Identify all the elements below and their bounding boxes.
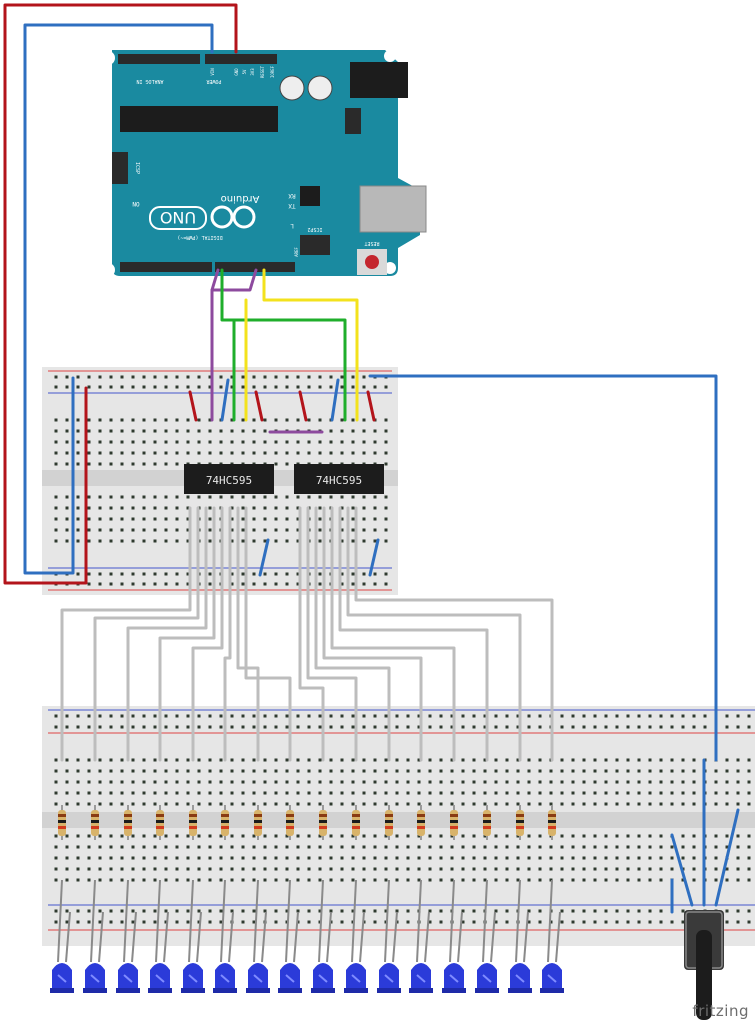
led <box>83 879 107 993</box>
potentiometer <box>684 910 724 1020</box>
led <box>278 879 302 993</box>
resistor <box>124 805 132 840</box>
led-row <box>50 879 564 993</box>
resistor <box>483 805 491 840</box>
digital-label: DIGITAL (PWM=~) <box>177 234 222 240</box>
resistor <box>450 805 458 840</box>
led <box>344 879 368 993</box>
rx-label: RX <box>288 192 296 199</box>
signal-wire <box>126 506 208 762</box>
signal-wire <box>330 506 456 762</box>
resistor-row <box>58 805 556 840</box>
led <box>409 879 433 993</box>
gnd-label: GND <box>234 68 239 76</box>
resistor <box>156 805 164 840</box>
resistor <box>516 805 524 840</box>
resistor <box>352 805 360 840</box>
led <box>377 879 401 993</box>
led <box>508 879 532 993</box>
chip-2-label: 74HC595 <box>316 474 362 487</box>
led <box>442 879 466 993</box>
resistor <box>221 805 229 840</box>
led <box>116 879 140 993</box>
ioref-label: IOREF <box>270 65 275 78</box>
signal-wire <box>354 506 554 762</box>
led <box>540 879 564 993</box>
l-label: L <box>290 222 294 229</box>
reset-pin-label: RESET <box>260 65 265 78</box>
resistor <box>91 805 99 840</box>
resistor <box>58 805 66 840</box>
arduino-logo <box>149 205 256 230</box>
fritzing-credit: fritzing <box>692 1002 749 1020</box>
arduino-uno-model: UNO <box>160 208 196 227</box>
signal-wire <box>306 506 358 762</box>
arduino-uno-board <box>101 50 427 277</box>
resistor <box>319 805 327 840</box>
resistor <box>189 805 197 840</box>
signal-wire <box>158 506 216 762</box>
arduino-brand: Arduino <box>221 193 260 204</box>
tx-label: TX <box>288 202 296 209</box>
vin-label: VIN <box>210 68 215 76</box>
signal-wire <box>346 506 522 762</box>
reset-button-label: RESET <box>364 240 379 246</box>
signal-wire <box>223 506 232 762</box>
led <box>311 879 335 993</box>
resistor <box>286 805 294 840</box>
signal-wire <box>93 506 200 762</box>
shift-register-chip-1: 74HC595 <box>184 464 274 494</box>
resistor <box>548 805 556 840</box>
led <box>246 879 270 993</box>
signal-wire <box>322 506 423 762</box>
signal-wire <box>244 506 292 762</box>
led <box>50 879 74 993</box>
signal-wire <box>338 506 489 762</box>
signal-wire <box>298 506 325 762</box>
resistor <box>254 805 262 840</box>
breadboard-bottom <box>42 706 755 946</box>
led-signal-wires <box>60 506 554 762</box>
shift-register-chip-2: 74HC595 <box>294 464 384 494</box>
led <box>181 879 205 993</box>
icsp2-label: ICSP2 <box>307 226 322 232</box>
signal-wire <box>236 506 260 762</box>
power-label: POWER <box>205 78 221 84</box>
resistor <box>417 805 425 840</box>
wires <box>3 3 740 914</box>
aref-label: AREF <box>294 247 299 257</box>
v5-label: 5V <box>242 69 247 74</box>
on-label: ON <box>132 200 140 207</box>
led <box>475 879 499 993</box>
signal-wire <box>60 506 192 762</box>
signal-wire <box>191 506 224 762</box>
v33-label: 3V3 <box>250 68 255 76</box>
chip-1-label: 74HC595 <box>206 474 252 487</box>
signal-wire <box>314 506 391 762</box>
icsp-label: ICSP <box>134 162 140 174</box>
resistor <box>385 805 393 840</box>
led <box>213 879 237 993</box>
analog-in-label: ANALOG IN <box>136 78 163 84</box>
led <box>148 879 172 993</box>
